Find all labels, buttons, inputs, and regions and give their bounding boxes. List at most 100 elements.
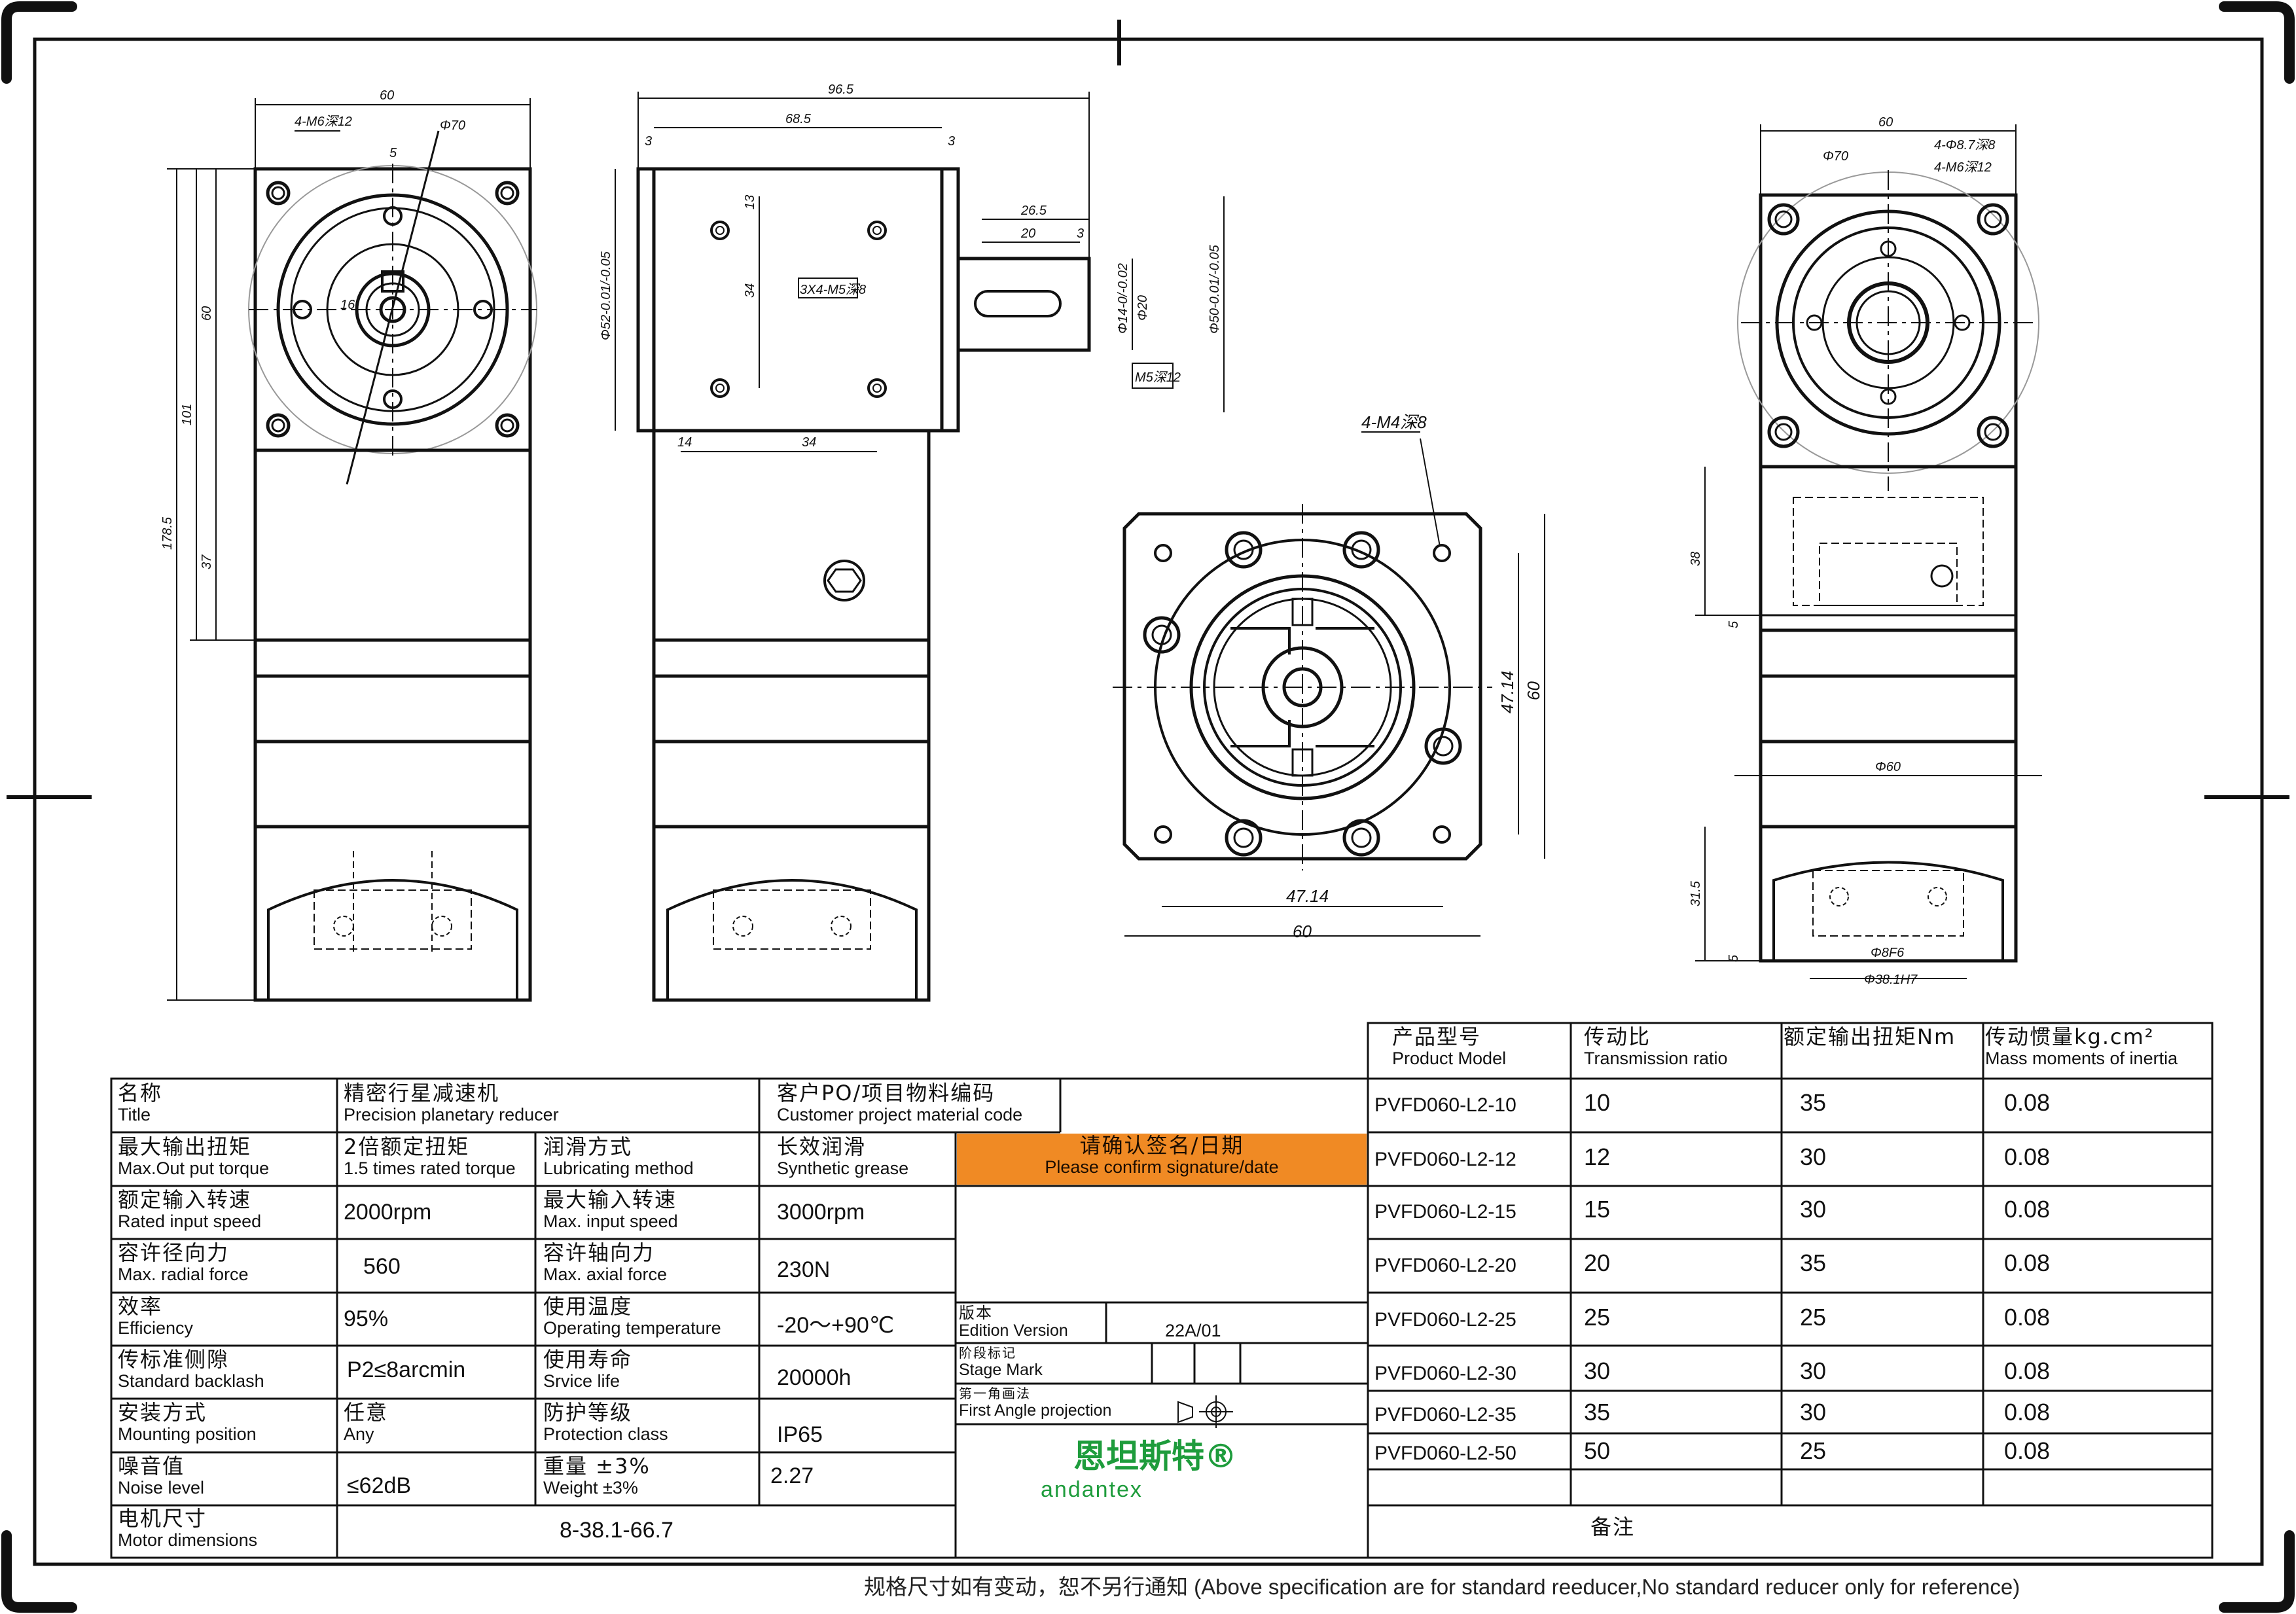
model-row-2-torque: 30	[1800, 1196, 1827, 1223]
front-view	[167, 98, 537, 1002]
side-view	[615, 92, 1225, 1002]
side-dim-m5: M5深12	[1135, 370, 1181, 385]
front-dim-60: 60	[200, 306, 214, 321]
side-dim-body: 68.5	[785, 112, 812, 126]
side-dim-b14: 14	[677, 435, 692, 450]
flange-dim-b: 60	[1293, 922, 1312, 941]
model-row-6-ratio: 35	[1584, 1399, 1611, 1426]
right-dim-w: 60	[1878, 115, 1893, 130]
model-row-0-ratio: 10	[1584, 1090, 1611, 1116]
front-dim-key: 5	[389, 146, 397, 160]
model-row-4-torque: 25	[1800, 1304, 1827, 1331]
model-row-4-inertia: 0.08	[2004, 1304, 2051, 1331]
flange-dim-c: 47.14	[1498, 671, 1517, 713]
right-dim-31: 31.5	[1689, 880, 1703, 906]
model-header-2: 额定输出扭矩Nm	[1784, 1025, 1956, 1049]
backlash-value: P2≤8arcmin	[347, 1357, 466, 1382]
flange-dim-bolt: 4-M4深8	[1361, 412, 1427, 432]
footnote: 规格尺寸如有变动，恕不另行通知 (Above specification are…	[864, 1575, 2020, 1599]
model-row-7-ratio: 50	[1584, 1438, 1611, 1464]
service-life-value: 20000h	[777, 1365, 852, 1390]
edition-value: 22A/01	[1165, 1321, 1221, 1340]
model-row-6-model: PVFD060-L2-35	[1374, 1404, 1516, 1426]
side-dim-key: 20	[1020, 226, 1035, 241]
noise-value: ≤62dB	[347, 1473, 412, 1498]
model-row-6-torque: 30	[1800, 1399, 1827, 1426]
model-row-7-inertia: 0.08	[2004, 1438, 2051, 1464]
brand-logo: 恩坦斯特® andantex	[1041, 1437, 1237, 1502]
weight-value: 2.27	[770, 1463, 814, 1488]
model-row-5-ratio: 30	[1584, 1358, 1611, 1384]
side-dim-len: 96.5	[828, 82, 854, 97]
model-row-7-model: PVFD060-L2-50	[1374, 1443, 1516, 1464]
side-dim-keyoff: 3	[1077, 226, 1084, 241]
right-dim-5: 5	[1727, 620, 1741, 628]
model-row-2-ratio: 15	[1584, 1196, 1611, 1223]
model-row-5-model: PVFD060-L2-30	[1374, 1363, 1516, 1384]
model-row-5-inertia: 0.08	[2004, 1358, 2051, 1384]
weight-label: 重量 ±3%Weight ±3%	[543, 1454, 651, 1497]
remarks-label: 备注	[1590, 1515, 1636, 1539]
side-dim-shaft: 26.5	[1020, 204, 1047, 218]
table-grid	[110, 1022, 2214, 1559]
front-dim-width: 60	[380, 88, 394, 103]
first-angle-projection-icon	[1177, 1395, 1233, 1428]
side-dim-b34: 34	[802, 435, 816, 450]
efficiency-value: 95%	[344, 1306, 389, 1331]
flange-dim-d: 60	[1524, 681, 1543, 700]
front-dim-101: 101	[180, 404, 194, 425]
motor-dimensions-value: 8-38.1-66.7	[560, 1518, 673, 1543]
front-dim-total: 178.5	[160, 516, 175, 550]
side-dim-13: 13	[743, 195, 757, 209]
flange-dim-a: 47.14	[1286, 886, 1329, 906]
side-dim-holes: 3X4-M5深8	[800, 283, 866, 297]
radial-force-value: 560	[363, 1254, 401, 1279]
right-dim-38: 38	[1689, 552, 1703, 566]
model-row-2-inertia: 0.08	[2004, 1196, 2051, 1223]
rated-speed-value: 2000rpm	[344, 1200, 432, 1225]
front-dim-pcd: Φ70	[440, 118, 465, 133]
axial-force-value: 230N	[777, 1257, 831, 1282]
model-row-7-torque: 25	[1800, 1438, 1827, 1464]
model-row-0-torque: 35	[1800, 1090, 1827, 1116]
right-dim-h1: 4-Φ8.7深8	[1934, 138, 1995, 152]
sheet-border	[33, 37, 2264, 1566]
right-dim-pcd: Φ70	[1823, 149, 1848, 164]
model-row-0-model: PVFD060-L2-10	[1374, 1094, 1516, 1116]
right-dim-d8: Φ8F6	[1871, 946, 1905, 960]
side-dim-d50: Φ50-0.01/-0.05	[1208, 244, 1222, 334]
model-row-0-inertia: 0.08	[2004, 1090, 2051, 1116]
model-row-3-model: PVFD060-L2-20	[1374, 1255, 1516, 1276]
front-dim-37: 37	[200, 554, 214, 569]
model-row-3-torque: 35	[1800, 1250, 1827, 1276]
model-row-1-model: PVFD060-L2-12	[1374, 1149, 1516, 1170]
model-row-4-ratio: 25	[1584, 1304, 1611, 1331]
center-marks	[7, 20, 2289, 799]
side-dim-pilot: Φ52-0.01/-0.05	[599, 251, 613, 340]
right-dim-5b: 5	[1727, 954, 1741, 962]
side-dim-d20: Φ20	[1136, 295, 1150, 321]
model-row-2-model: PVFD060-L2-15	[1374, 1201, 1516, 1223]
